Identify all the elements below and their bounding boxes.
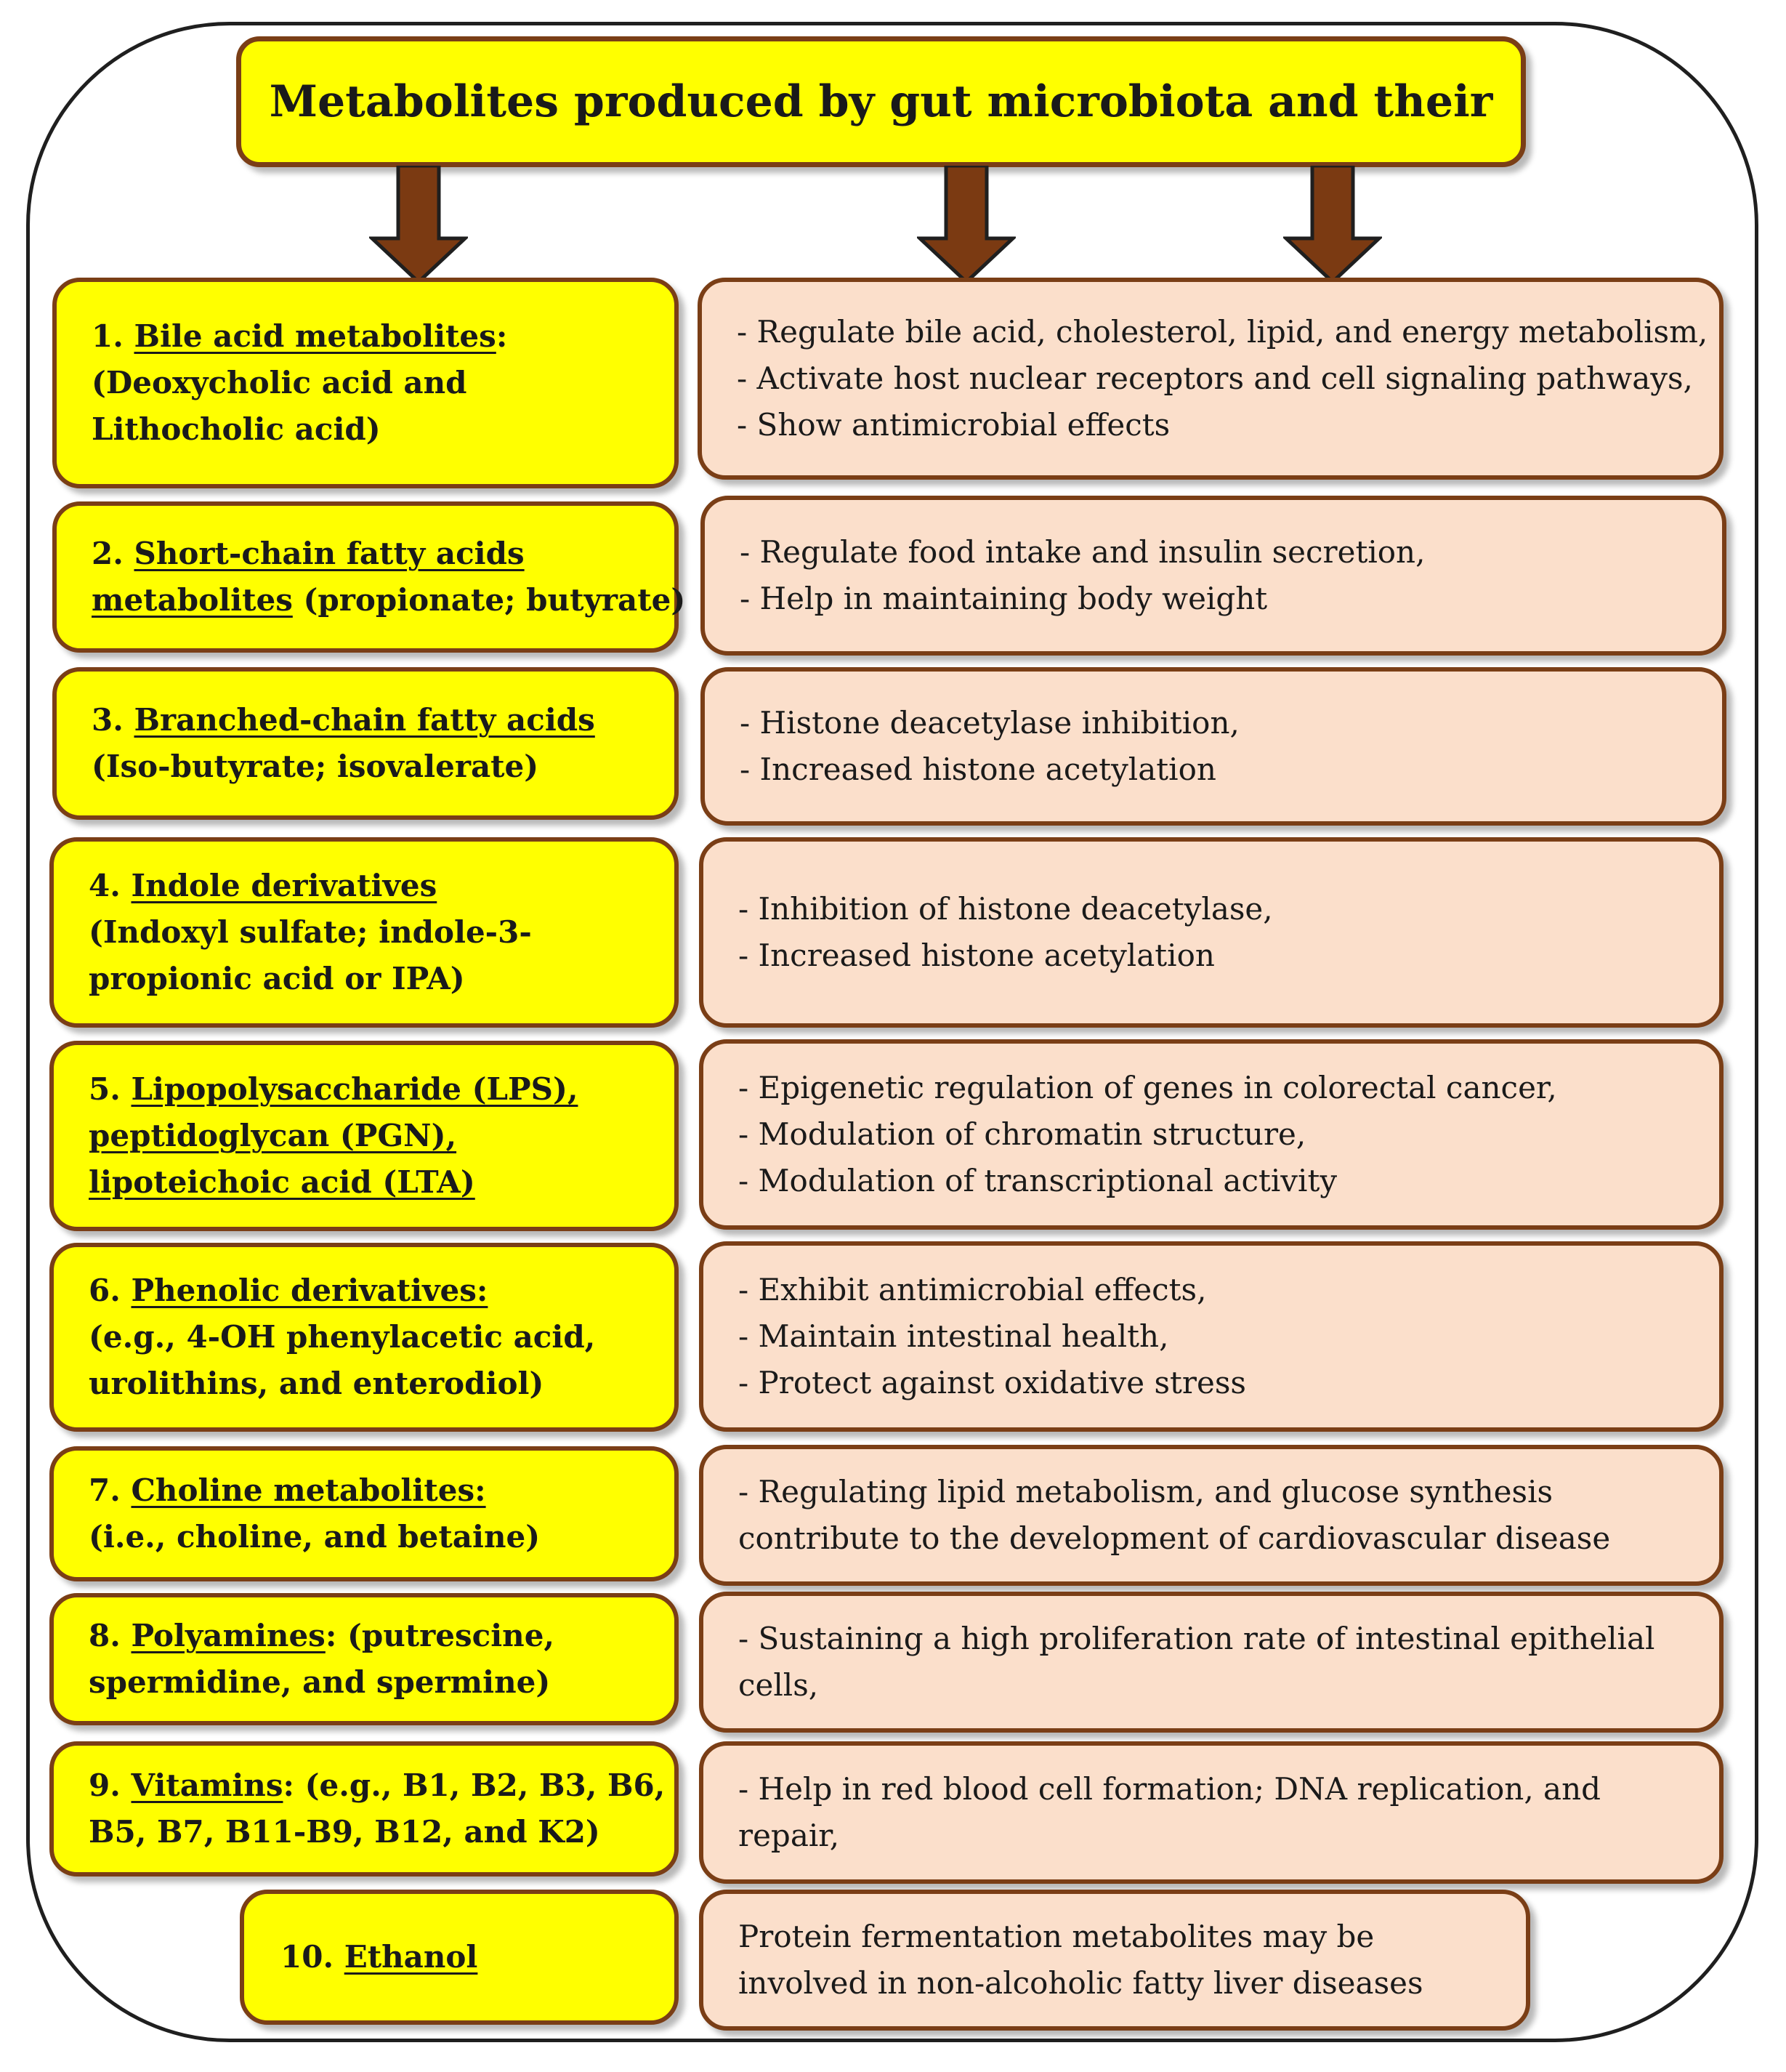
metabolite-name: Polyamines	[131, 1618, 326, 1653]
metabolite-box-9: 9. Vitamins: (e.g., B1, B2, B3, B6, B5, …	[49, 1741, 679, 1877]
metabolite-suffix: : (e.g., B1, B2, B3, B6,	[283, 1767, 666, 1803]
metabolite-name: Indole derivatives	[131, 868, 437, 903]
effect-box-8: - Sustaining a high proliferation rate o…	[699, 1592, 1724, 1733]
metabolite-detail: urolithins, and enterodiol)	[89, 1366, 544, 1401]
metabolite-suffix: : (putrescine,	[325, 1618, 555, 1653]
metabolite-detail: B5, B7, B11-B9, B12, and K2)	[89, 1814, 600, 1850]
metabolite-name: Vitamins	[131, 1767, 283, 1803]
arrow-down-icon	[917, 166, 1016, 286]
effect-box-2: - Regulate food intake and insulin secre…	[700, 496, 1726, 656]
metabolite-box-3: 3. Branched-chain fatty acids (Iso-butyr…	[52, 667, 679, 820]
effect-box-1: - Regulate bile acid, cholesterol, lipid…	[698, 278, 1724, 480]
metabolite-box-7: 7. Choline metabolites: (i.e., choline, …	[49, 1446, 679, 1581]
effect-box-6: - Exhibit antimicrobial effects, - Maint…	[699, 1241, 1724, 1432]
metabolite-detail: (i.e., choline, and betaine)	[89, 1519, 541, 1555]
metabolite-name: Choline metabolites:	[131, 1472, 486, 1508]
arrow-down-icon	[369, 166, 468, 286]
effect-box-5: - Epigenetic regulation of genes in colo…	[699, 1039, 1724, 1230]
metabolite-box-1: 1. Bile acid metabolites: (Deoxycholic a…	[52, 278, 679, 488]
metabolite-detail: Lithocholic acid)	[92, 411, 381, 447]
row-number: 8.	[89, 1618, 121, 1653]
effect-line: - Maintain intestinal health,	[738, 1318, 1169, 1354]
metabolite-name: lipoteichoic acid (LTA)	[89, 1164, 475, 1200]
effect-line: cells,	[738, 1667, 819, 1703]
effect-box-10: Protein fermentation metabolites may be …	[699, 1890, 1530, 2031]
metabolite-box-2: 2. Short-chain fatty acids metabolites (…	[52, 501, 685, 653]
effect-line: - Increased histone acetylation	[740, 751, 1216, 787]
effect-line: - Regulate bile acid, cholesterol, lipid…	[737, 314, 1708, 350]
effect-box-9: - Help in red blood cell formation; DNA …	[699, 1741, 1724, 1884]
effect-line: - Increased histone acetylation	[738, 938, 1215, 973]
metabolite-suffix: (propionate; butyrate)	[292, 582, 686, 618]
effect-line: - Epigenetic regulation of genes in colo…	[738, 1070, 1557, 1105]
row-number: 6.	[89, 1273, 121, 1308]
effect-line: contribute to the development of cardiov…	[738, 1520, 1611, 1556]
metabolite-detail: spermidine, and spermine)	[89, 1664, 551, 1700]
outer-frame	[26, 22, 1758, 2042]
metabolite-box-8: 8. Polyamines: (putrescine, spermidine, …	[49, 1593, 679, 1725]
title-box: Metabolites produced by gut microbiota a…	[236, 36, 1526, 167]
effect-line: - Regulating lipid metabolism, and gluco…	[738, 1474, 1553, 1509]
row-number: 10.	[280, 1939, 334, 1975]
metabolite-box-6: 6. Phenolic derivatives: (e.g., 4-OH phe…	[49, 1243, 679, 1432]
effect-line: - Exhibit antimicrobial effects,	[738, 1272, 1207, 1307]
row-number: 3.	[92, 702, 124, 738]
effect-box-4: - Inhibition of histone deacetylase, - I…	[699, 837, 1724, 1028]
effect-line: - Regulate food intake and insulin secre…	[740, 534, 1426, 570]
metabolite-suffix: :	[496, 318, 508, 354]
metabolite-name: Short-chain fatty acids	[134, 536, 525, 571]
effect-line: - Help in maintaining body weight	[740, 581, 1268, 616]
metabolite-detail: (Deoxycholic acid and	[92, 365, 467, 400]
effect-line: - Protect against oxidative stress	[738, 1365, 1246, 1400]
effect-line: - Help in red blood cell formation; DNA …	[738, 1771, 1601, 1807]
row-number: 5.	[89, 1071, 121, 1107]
metabolite-box-4: 4. Indole derivatives (Indoxyl sulfate; …	[49, 837, 679, 1028]
effect-line: - Modulation of transcriptional activity	[738, 1163, 1338, 1198]
effect-line: - Activate host nuclear receptors and ce…	[737, 360, 1693, 396]
effect-line: - Sustaining a high proliferation rate o…	[738, 1621, 1655, 1656]
metabolite-name: Bile acid metabolites	[134, 318, 496, 354]
row-number: 4.	[89, 868, 121, 903]
row-number: 7.	[89, 1472, 121, 1508]
metabolite-name: Ethanol	[344, 1939, 478, 1975]
metabolite-detail: (e.g., 4-OH phenylacetic acid,	[89, 1319, 596, 1355]
effect-line: repair,	[738, 1818, 840, 1853]
row-number: 1.	[92, 318, 124, 354]
metabolite-name: metabolites	[92, 582, 293, 618]
metabolite-name: Lipopolysaccharide (LPS),	[131, 1071, 578, 1107]
effect-line: involved in non-alcoholic fatty liver di…	[738, 1965, 1423, 2001]
metabolite-detail: propionic acid or IPA)	[89, 961, 465, 996]
metabolite-name: peptidoglycan (PGN),	[89, 1118, 457, 1153]
effect-line: - Histone deacetylase inhibition,	[740, 705, 1240, 741]
effect-line: Protein fermentation metabolites may be	[738, 1919, 1375, 1954]
metabolite-box-5: 5. Lipopolysaccharide (LPS), peptidoglyc…	[49, 1041, 679, 1231]
row-number: 9.	[89, 1767, 121, 1803]
metabolite-name: Branched-chain fatty acids	[134, 702, 595, 738]
effect-box-3: - Histone deacetylase inhibition, - Incr…	[700, 667, 1726, 826]
metabolite-detail: (Indoxyl sulfate; indole-3-	[89, 914, 532, 950]
diagram-title: Metabolites produced by gut microbiota a…	[269, 76, 1493, 127]
row-number: 2.	[92, 536, 124, 571]
effect-line: - Show antimicrobial effects	[737, 407, 1171, 443]
metabolite-name: Phenolic derivatives:	[131, 1273, 488, 1308]
effect-line: - Inhibition of histone deacetylase,	[738, 891, 1273, 927]
metabolite-detail: (Iso-butyrate; isovalerate)	[92, 749, 539, 784]
effect-box-7: - Regulating lipid metabolism, and gluco…	[699, 1445, 1724, 1586]
metabolite-box-10: 10. Ethanol	[240, 1890, 679, 2025]
effect-line: - Modulation of chromatin structure,	[738, 1116, 1306, 1152]
arrow-down-icon	[1283, 166, 1382, 286]
